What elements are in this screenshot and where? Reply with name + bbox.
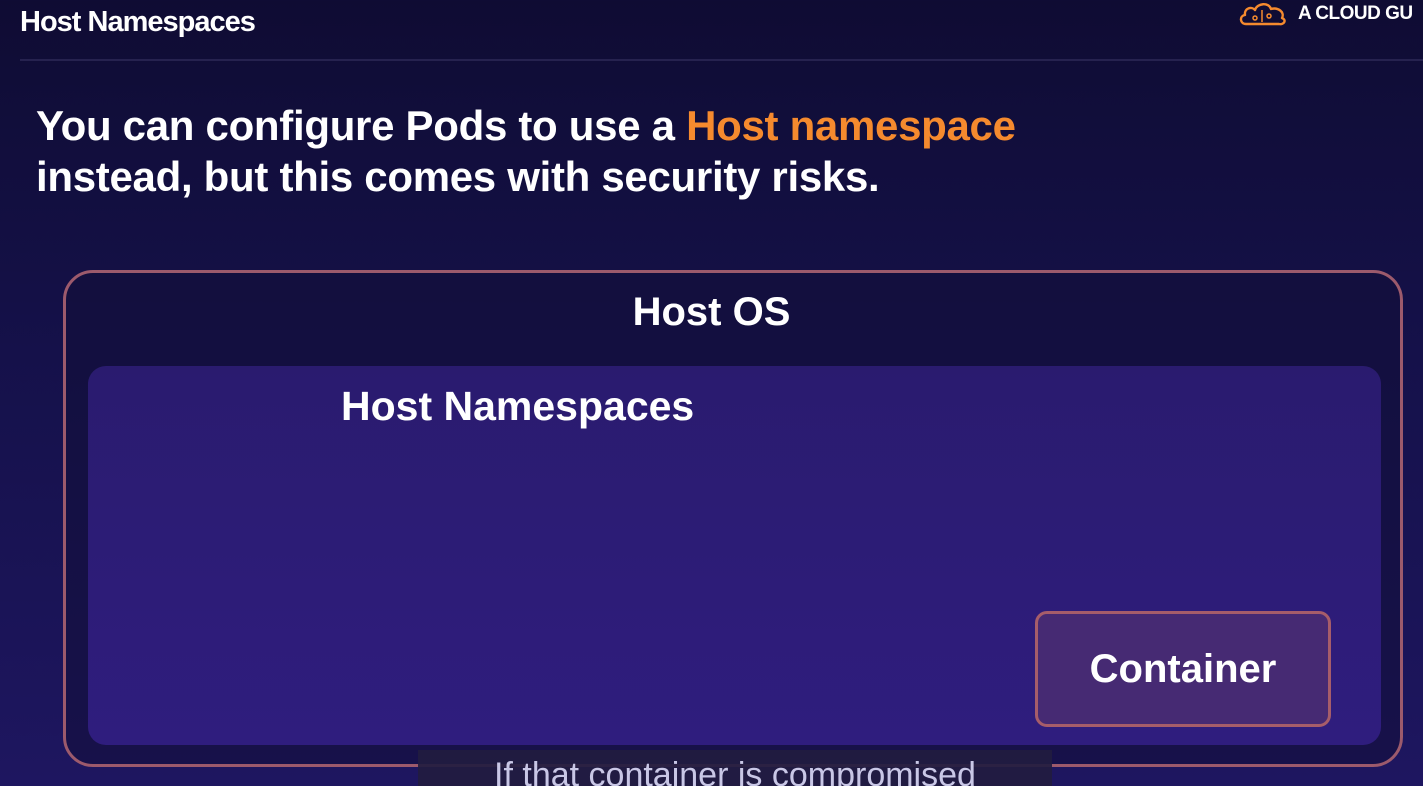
headline-line-1: You can configure Pods to use a Host nam…	[36, 100, 1016, 151]
cloud-logo-icon	[1239, 3, 1286, 26]
header-divider	[20, 59, 1423, 61]
subtitle-caption: If that container is compromised	[418, 750, 1052, 786]
slide-title: Host Namespaces	[20, 6, 256, 38]
headline-line-2: instead, but this comes with security ri…	[36, 153, 880, 200]
brand: A CLOUD GU	[1238, 0, 1413, 28]
container-box: Container	[1035, 611, 1331, 727]
headline: You can configure Pods to use a Host nam…	[36, 100, 1016, 202]
headline-accent: Host namespace	[686, 102, 1016, 149]
host-os-label: Host OS	[632, 290, 791, 334]
brand-name: A CLOUD GU	[1298, 3, 1413, 24]
headline-text: You can configure Pods to use a	[36, 102, 687, 149]
host-namespaces-label: Host Namespaces	[341, 383, 695, 429]
container-label: Container	[1089, 646, 1277, 691]
